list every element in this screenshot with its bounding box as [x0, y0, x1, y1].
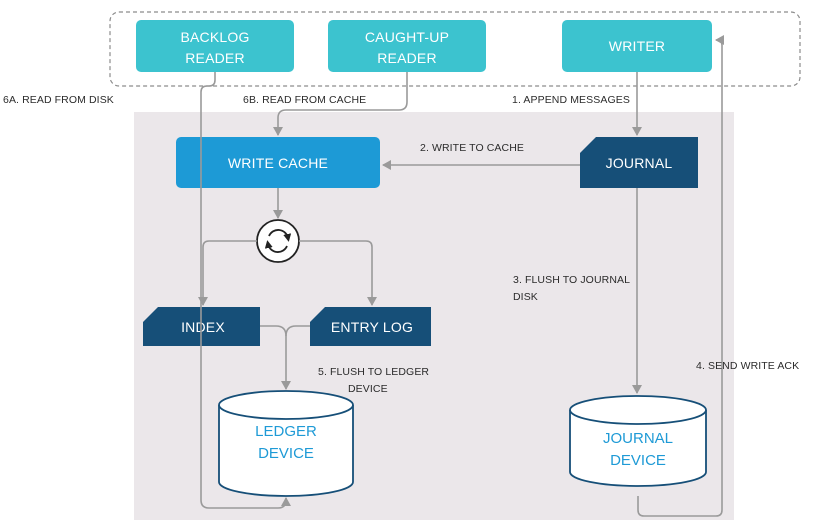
write-cache-label: WRITE CACHE	[228, 155, 328, 171]
label-read-from-cache: 6B. READ FROM CACHE	[243, 94, 366, 106]
entry-log-label: ENTRY LOG	[331, 319, 413, 335]
backlog-reader-label-1: BACKLOG	[180, 29, 249, 45]
journal-label: JOURNAL	[606, 155, 673, 171]
write-cache-box: WRITE CACHE	[176, 137, 380, 188]
arrow-send-write-ack	[637, 35, 725, 517]
arrow-sync-to-entry-log	[299, 240, 377, 306]
ledger-device-cylinder: LEDGER DEVICE	[218, 390, 354, 497]
index-label: INDEX	[181, 319, 225, 335]
label-flush-to-ledger-1: 5. FLUSH TO LEDGER	[318, 366, 429, 378]
arrow-read-from-cache	[273, 72, 408, 136]
ledger-device-label-2: DEVICE	[258, 445, 314, 462]
writer-box: WRITER	[562, 20, 712, 72]
caught-up-reader-box: CAUGHT-UP READER	[328, 20, 486, 72]
label-flush-to-journal-2: DISK	[513, 291, 538, 303]
arrow-read-from-disk	[200, 72, 291, 509]
journal-device-label-1: JOURNAL	[603, 430, 673, 447]
backlog-reader-box: BACKLOG READER	[136, 20, 294, 72]
label-flush-to-journal-1: 3. FLUSH TO JOURNAL	[513, 274, 630, 286]
ledger-device-label-1: LEDGER	[255, 423, 317, 440]
label-write-to-cache: 2. WRITE TO CACHE	[420, 142, 524, 154]
journal-device-label-2: DEVICE	[610, 452, 666, 469]
entry-log-box: ENTRY LOG	[310, 307, 431, 346]
arrow-entry-log-to-merge	[285, 325, 310, 337]
label-flush-to-ledger-2: DEVICE	[348, 383, 388, 395]
label-send-write-ack: 4. SEND WRITE ACK	[696, 360, 799, 372]
refresh-icon	[256, 219, 300, 263]
caught-up-reader-label-2: READER	[377, 50, 437, 66]
label-read-from-disk: 6A. READ FROM DISK	[3, 94, 114, 106]
label-append-messages: 1. APPEND MESSAGES	[512, 94, 630, 106]
writer-label: WRITER	[609, 38, 665, 54]
caught-up-reader-label-1: CAUGHT-UP	[365, 29, 449, 45]
journal-device-cylinder: JOURNAL DEVICE	[569, 395, 707, 487]
arrow-sync-to-index	[198, 240, 257, 306]
backlog-reader-label-2: READER	[185, 50, 245, 66]
journal-box: JOURNAL	[580, 137, 698, 188]
